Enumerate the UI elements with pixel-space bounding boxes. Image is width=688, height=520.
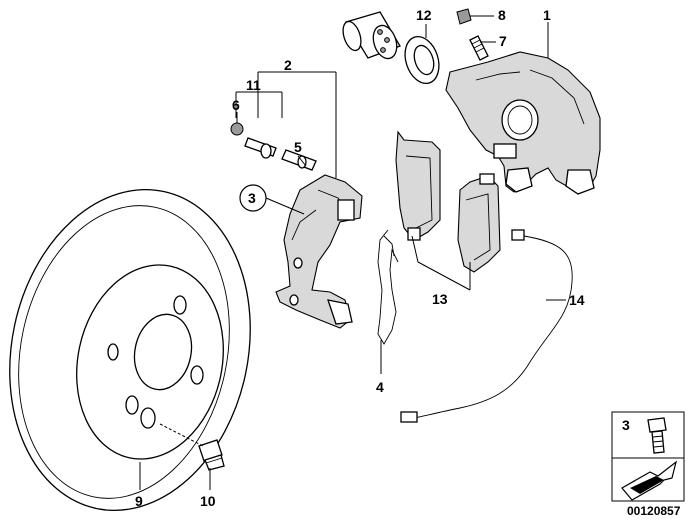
callout-5: 5 bbox=[294, 139, 302, 155]
brake-pad-outer[interactable] bbox=[457, 173, 501, 273]
inset-callout: 3 bbox=[622, 417, 630, 433]
brake-disc[interactable] bbox=[0, 167, 279, 520]
callout-3: 3 bbox=[248, 190, 256, 206]
reference-number: 00120857 bbox=[627, 504, 681, 518]
callout-14: 14 bbox=[569, 292, 585, 308]
callout-12: 12 bbox=[416, 7, 432, 23]
callout-4: 4 bbox=[376, 379, 384, 395]
bolt-icon bbox=[647, 417, 667, 454]
callout-3-circle bbox=[239, 184, 267, 212]
brake-pad-inner[interactable] bbox=[395, 130, 441, 241]
callout-labels: 1 2 3 4 5 6 7 8 9 10 11 12 13 14 bbox=[135, 7, 585, 509]
bleeder-valve[interactable] bbox=[469, 35, 489, 61]
callout-9: 9 bbox=[135, 493, 143, 509]
protection-cap[interactable] bbox=[230, 122, 244, 136]
piston-seal[interactable] bbox=[399, 32, 444, 88]
callout-11: 11 bbox=[246, 77, 261, 93]
countersunk-screw[interactable] bbox=[198, 439, 225, 471]
leader-lines bbox=[139, 15, 566, 490]
carrier-bracket[interactable] bbox=[275, 174, 363, 329]
callout-7: 7 bbox=[499, 33, 507, 49]
caliper-piston[interactable] bbox=[340, 11, 401, 62]
dust-cap[interactable] bbox=[456, 8, 472, 25]
callout-8: 8 bbox=[498, 7, 506, 23]
anti-rattle-spring[interactable] bbox=[377, 229, 399, 345]
guide-bolt-upper[interactable] bbox=[244, 137, 277, 159]
callout-13: 13 bbox=[432, 291, 448, 307]
disc-bolt-holes bbox=[107, 295, 204, 429]
direction-arrow-icon bbox=[621, 460, 678, 501]
inset-panel: 3 bbox=[611, 411, 685, 502]
callout-2: 2 bbox=[284, 57, 292, 73]
callout-6: 6 bbox=[232, 97, 240, 113]
brake-wear-sensor[interactable] bbox=[400, 229, 573, 423]
callout-10: 10 bbox=[200, 493, 216, 509]
brake-caliper[interactable] bbox=[445, 51, 601, 195]
callout-1: 1 bbox=[543, 7, 551, 23]
